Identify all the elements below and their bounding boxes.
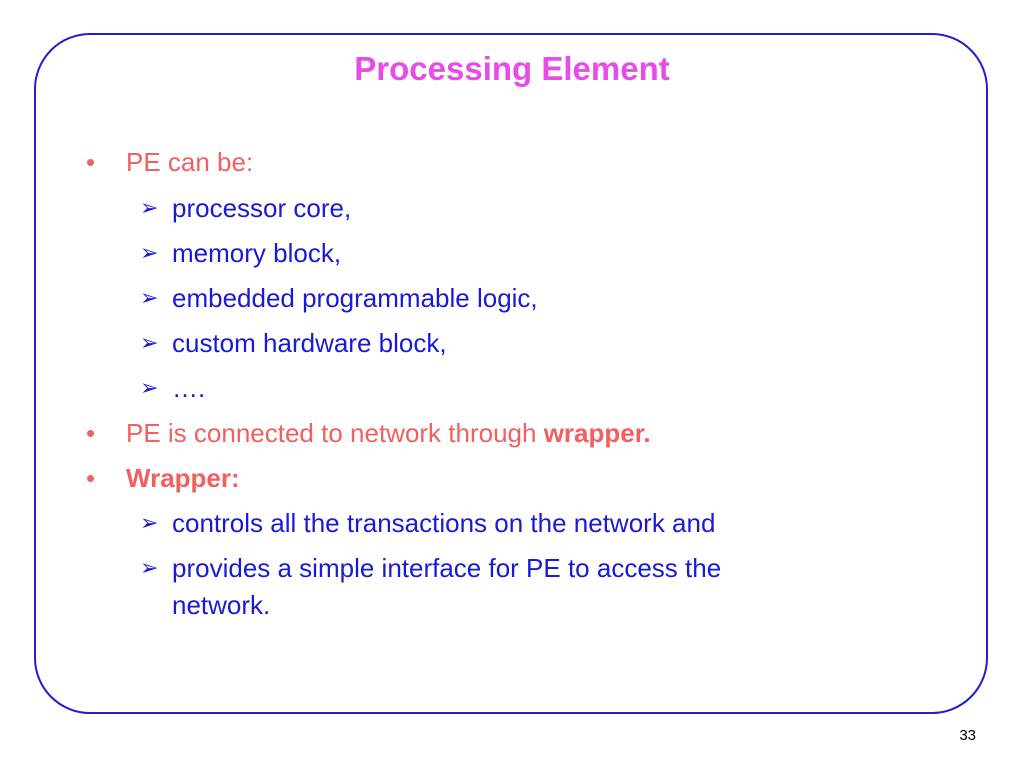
sub-bullet-text: memory block, [172, 238, 342, 268]
slide-frame [34, 33, 988, 714]
arrow-bullet-icon: ➢ [140, 330, 159, 355]
bullet-text-emphasis: wrapper. [543, 418, 651, 448]
bullet-text: PE is connected to network through wrapp… [126, 418, 651, 448]
arrow-bullet-icon: ➢ [140, 375, 159, 400]
sub-bullet-text: embedded programmable logic, [172, 283, 538, 313]
bullet-text: PE can be: [126, 147, 254, 177]
arrow-bullet-icon: ➢ [140, 285, 159, 310]
sub-bullet-text: …. [172, 373, 206, 403]
arrow-bullet-icon: ➢ [140, 195, 159, 220]
bullet-text-plain: PE is connected to network through [126, 418, 544, 448]
page-number: 33 [959, 727, 976, 744]
arrow-bullet-icon: ➢ [140, 555, 159, 580]
slide-title: Processing Element [354, 50, 670, 87]
arrow-bullet-icon: ➢ [140, 510, 159, 535]
sub-bullet-text: controls all the transactions on the net… [172, 508, 716, 538]
bullet-icon: • [86, 147, 96, 177]
bullet-icon: • [86, 463, 96, 493]
sub-bullet-text: custom hardware block, [172, 328, 447, 358]
bullet-text-emphasis: Wrapper: [126, 463, 240, 493]
sub-bullet-text: network. [172, 590, 271, 620]
bullet-icon: • [86, 418, 96, 448]
sub-bullet-text: provides a simple interface for PE to ac… [172, 553, 722, 583]
sub-bullet-text: processor core, [172, 193, 352, 223]
arrow-bullet-icon: ➢ [140, 240, 159, 265]
